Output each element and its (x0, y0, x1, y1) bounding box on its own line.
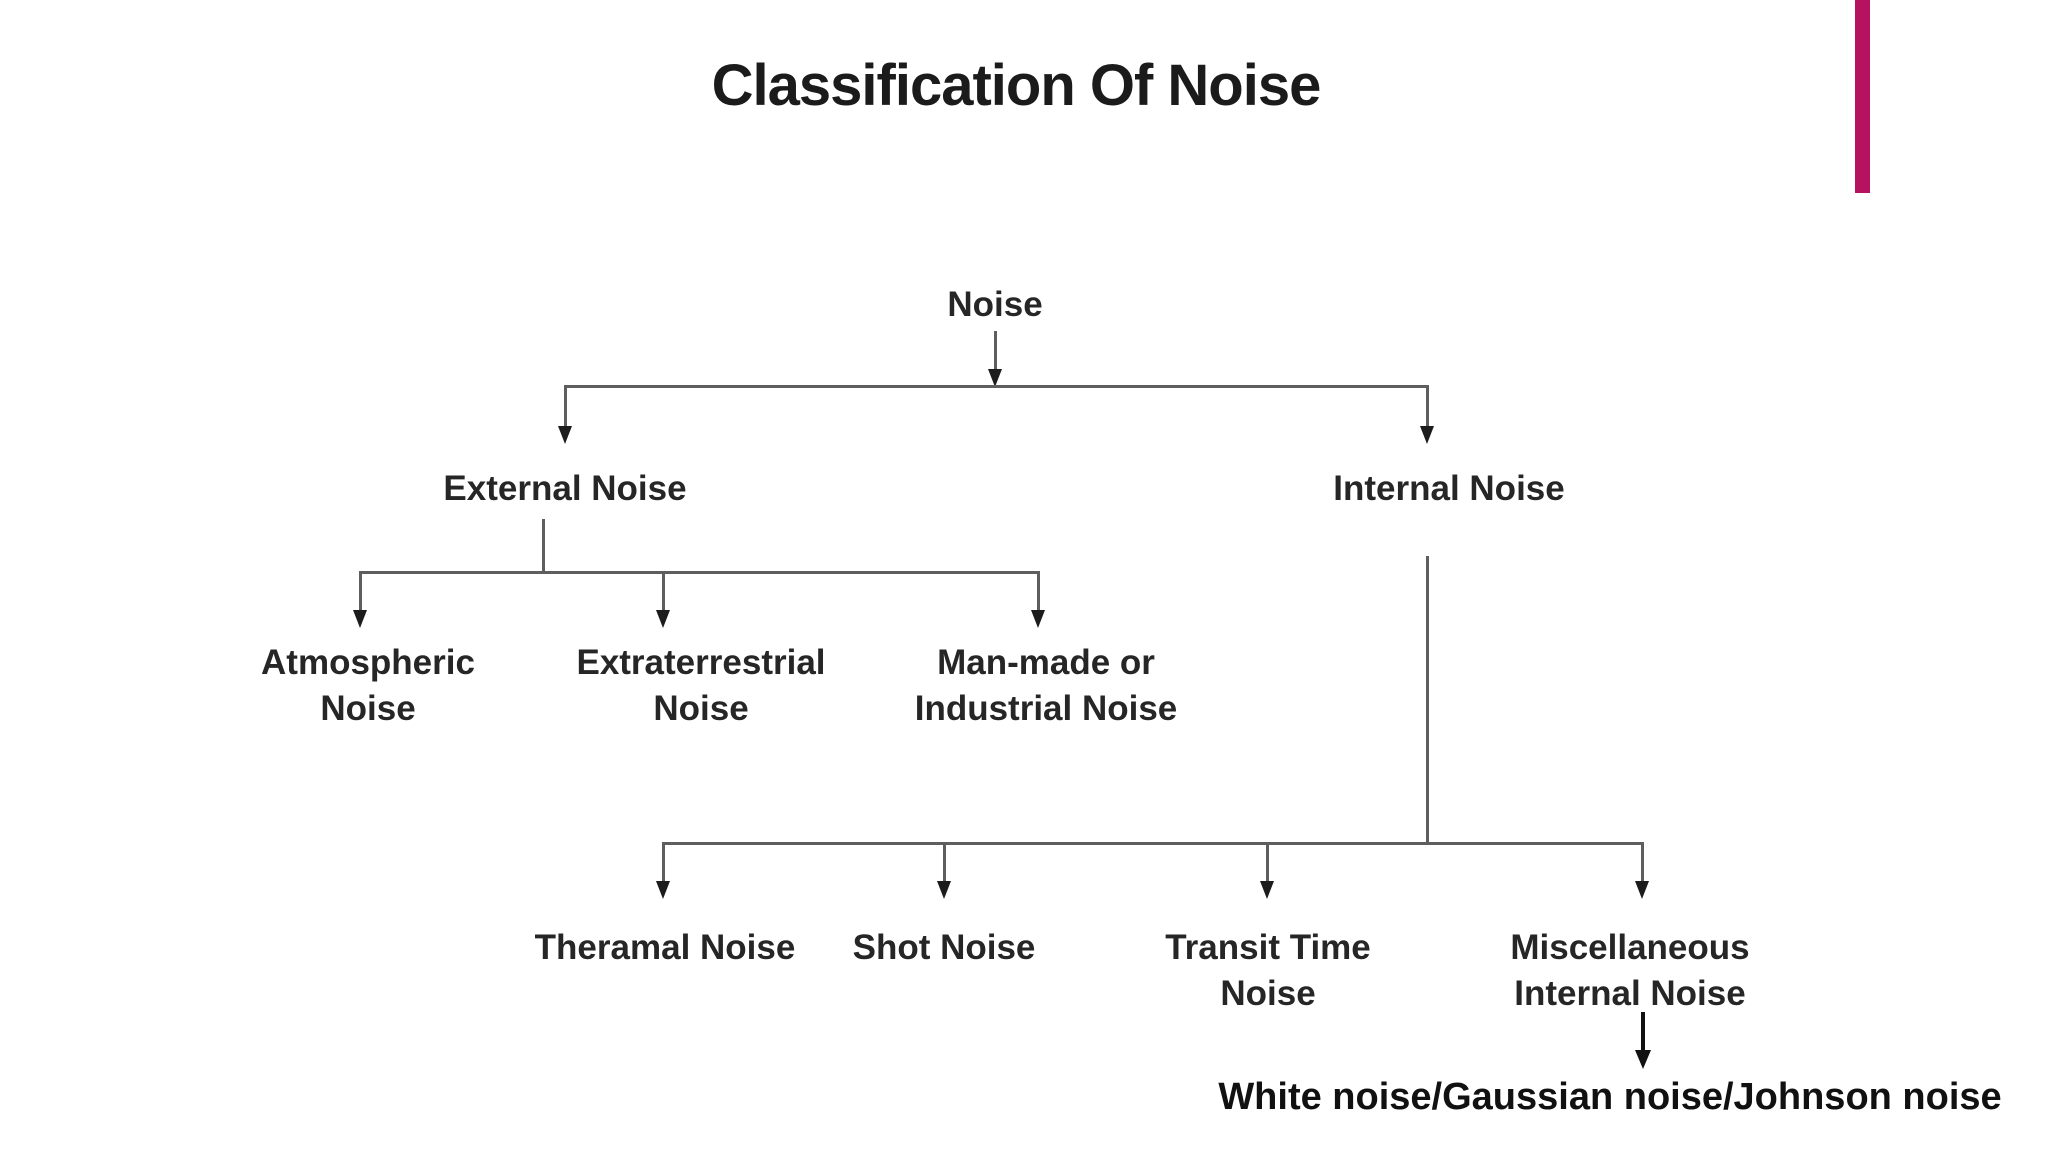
connector-drop-theramal (662, 842, 665, 883)
node-external-noise: External Noise (443, 469, 687, 508)
arrow-down-icon (656, 881, 670, 899)
accent-bar (1855, 0, 1870, 193)
arrow-down-icon (937, 881, 951, 899)
arrow-down-icon (656, 610, 670, 628)
connector-root-stem (994, 331, 997, 371)
node-white-gaussian-johnson-noise: White noise/Gaussian noise/Johnson noise (1218, 1076, 2002, 1118)
connector-level1-rail (564, 385, 1428, 388)
connector-internal-trunk (1426, 556, 1429, 845)
arrow-down-icon (1635, 881, 1649, 899)
node-atmospheric-noise: Atmospheric Noise (261, 643, 475, 728)
connector-drop-internal (1426, 385, 1429, 428)
arrow-down-icon (558, 426, 572, 444)
connector-internal-rail (662, 842, 1644, 845)
arrow-down-icon (1260, 881, 1274, 899)
arrow-down-icon (353, 610, 367, 628)
connector-drop-external (564, 385, 567, 428)
node-theramal-noise: Theramal Noise (534, 928, 796, 967)
connector-external-stub (542, 519, 545, 573)
connector-drop-shot (943, 842, 946, 883)
node-extraterrestrial-noise: Extraterrestrial Noise (576, 643, 826, 728)
arrow-down-icon (1635, 1050, 1651, 1069)
node-manmade-industrial-noise: Man-made or Industrial Noise (914, 643, 1178, 728)
connector-drop-miscellaneous (1641, 842, 1644, 883)
connector-drop-transit (1266, 842, 1269, 883)
connector-misc-detail-stem (1641, 1012, 1645, 1054)
arrow-down-icon (1031, 610, 1045, 628)
node-shot-noise: Shot Noise (852, 928, 1036, 967)
node-transit-time-noise: Transit Time Noise (1165, 928, 1371, 1013)
arrow-down-icon (988, 369, 1002, 387)
connector-drop-atmospheric (359, 571, 362, 612)
page-title: Classification Of Noise (711, 53, 1322, 118)
connector-external-rail (359, 571, 1040, 574)
connector-drop-manmade (1037, 571, 1040, 612)
node-miscellaneous-internal-noise: Miscellaneous Internal Noise (1510, 928, 1750, 1013)
node-noise: Noise (947, 285, 1043, 324)
arrow-down-icon (1420, 426, 1434, 444)
node-internal-noise: Internal Noise (1333, 469, 1565, 508)
connector-drop-extraterrestrial (662, 571, 665, 612)
